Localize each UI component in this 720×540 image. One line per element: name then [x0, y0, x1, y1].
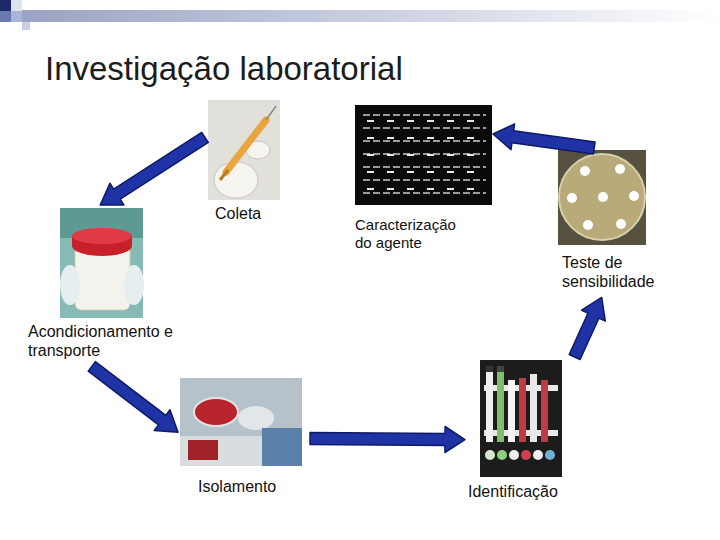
identification-photo [480, 360, 562, 477]
caption: Caracterização do agente [355, 216, 473, 252]
gel-photo [355, 105, 492, 205]
caption: Isolamento [198, 477, 310, 496]
photo-caption-node: Identificação [465, 357, 594, 507]
flow-arrow [569, 297, 605, 359]
flow-arrow [100, 132, 208, 205]
photo-caption-node: Caracterização do agente [353, 103, 493, 258]
caption: Coleta [215, 204, 291, 223]
photo-caption-node: Isolamento [178, 375, 310, 502]
flow-arrow [310, 427, 465, 453]
antibiogram-photo [558, 150, 646, 245]
slide-title: Investigação laboratorial [45, 50, 403, 88]
isolation-photo [180, 378, 302, 466]
flow-arrow [493, 124, 595, 154]
transport-photo [60, 208, 144, 318]
header-square [22, 22, 30, 30]
header-bar [22, 10, 720, 22]
photo-caption-node: Coleta [205, 98, 291, 229]
header-square [0, 0, 11, 11]
collection-photo [208, 100, 280, 200]
photo-caption-node: Acondicionamento e transporte [25, 205, 192, 366]
header-square [11, 0, 22, 11]
header-square [0, 11, 11, 22]
flow-arrow [88, 362, 178, 433]
photo-caption-node: Teste de sensibilidade [557, 148, 706, 297]
caption: Identificação [468, 482, 590, 501]
caption: Acondicionamento e transporte [28, 322, 188, 360]
header-square [11, 11, 22, 22]
caption: Teste de sensibilidade [562, 253, 702, 291]
